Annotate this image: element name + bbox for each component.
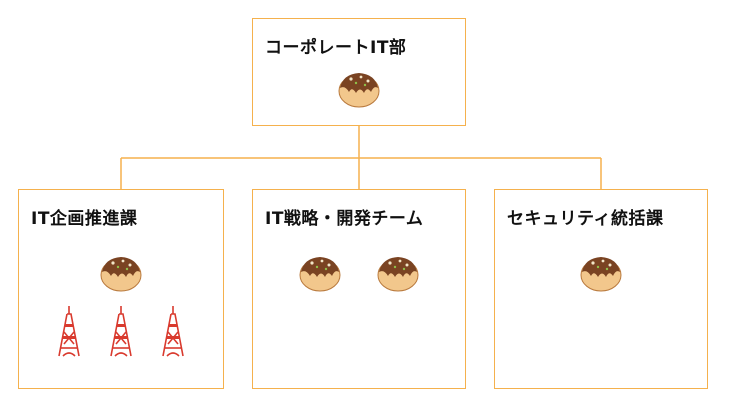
takoyaki-icon — [377, 257, 419, 292]
org-box-title: セキュリティ統括課 — [507, 209, 664, 229]
org-box-title: IT企画推進課 — [31, 209, 138, 229]
takoyaki-icon — [299, 257, 341, 292]
takoyaki-icon — [580, 257, 622, 292]
takoyaki-icon — [100, 257, 142, 292]
org-box-security: セキュリティ統括課 — [494, 189, 708, 389]
takoyaki-icon — [338, 73, 380, 108]
org-box-it-planning: IT企画推進課 — [18, 189, 224, 389]
org-box-title: コーポレートIT部 — [265, 38, 407, 58]
org-box-it-strategy-dev: IT戦略・開発チーム — [252, 189, 466, 389]
tokyo-tower-icon — [162, 306, 184, 357]
tokyo-tower-icon — [58, 306, 80, 357]
org-box-title: IT戦略・開発チーム — [265, 209, 424, 229]
tokyo-tower-icon — [110, 306, 132, 357]
org-box-corporate-it: コーポレートIT部 — [252, 18, 466, 126]
